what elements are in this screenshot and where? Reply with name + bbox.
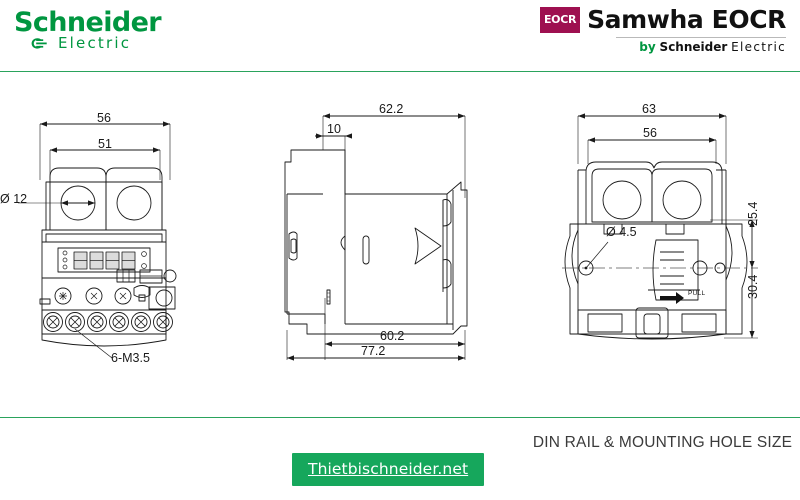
rear-dim-hole-diameter: Ø 4.5 (606, 225, 637, 239)
schneider-electric-subtitle: Electric (58, 34, 132, 52)
technical-drawing-area: 56 51 Ø 12 6-M3.5 (0, 72, 800, 451)
side-dim-overall-top: 62.2 (379, 102, 404, 116)
samwha-eocr-logo: EOCR Samwha EOCR by Schneider Electric (540, 6, 786, 55)
rear-dim-overall-width: 63 (642, 102, 656, 116)
eocr-divider (616, 37, 786, 38)
front-dim-window-diameter: Ø 12 (0, 192, 28, 206)
eocr-badge-label: EOCR (540, 13, 581, 27)
eocr-byline-brand: Schneider (659, 40, 728, 54)
front-dim-terminal-screws: 6-M3.5 (111, 351, 150, 365)
rear-view: 63 56 Ø 4.5 25.4 30.4 PULL (548, 94, 793, 374)
eocr-byline-prefix: by (639, 40, 656, 54)
front-view: 56 51 Ø 12 6-M3.5 (0, 102, 238, 402)
eocr-brand-name: Samwha EOCR (587, 5, 786, 34)
side-dim-detail: 10 (327, 122, 341, 136)
page-footer: Thietbischneider.net (0, 418, 800, 500)
front-dim-overall-width: 56 (97, 111, 111, 125)
eocr-byline-suffix: Electric (731, 40, 786, 54)
eocr-badge-icon: EOCR (540, 7, 581, 33)
front-dim-inner-width: 51 (98, 137, 112, 151)
header-divider-rule (0, 71, 800, 73)
page-header: Schneider Electric EOCR Samwha EOCR by (0, 0, 800, 72)
rear-view-caption: DIN RAIL & MOUNTING HOLE SIZE (532, 434, 793, 451)
rear-dim-inner-width: 56 (643, 126, 657, 140)
rear-dim-vertical-lower: 30.4 (746, 274, 760, 299)
side-dim-overall-bottom: 77.2 (361, 344, 386, 358)
site-link-badge[interactable]: Thietbischneider.net (292, 453, 485, 486)
schneider-lifeison-mark (31, 38, 47, 49)
side-dim-body: 60.2 (380, 329, 405, 343)
eocr-byline: by Schneider Electric (540, 40, 786, 55)
schneider-wordmark: Schneider (14, 7, 162, 38)
footer-divider-rule (0, 417, 800, 419)
rear-pull-label: PULL (688, 290, 706, 297)
rear-dim-vertical-upper: 25.4 (746, 201, 760, 226)
side-view: 62.2 10 60.2 77.2 (275, 94, 490, 364)
schneider-electric-logo: Schneider Electric (14, 7, 162, 52)
